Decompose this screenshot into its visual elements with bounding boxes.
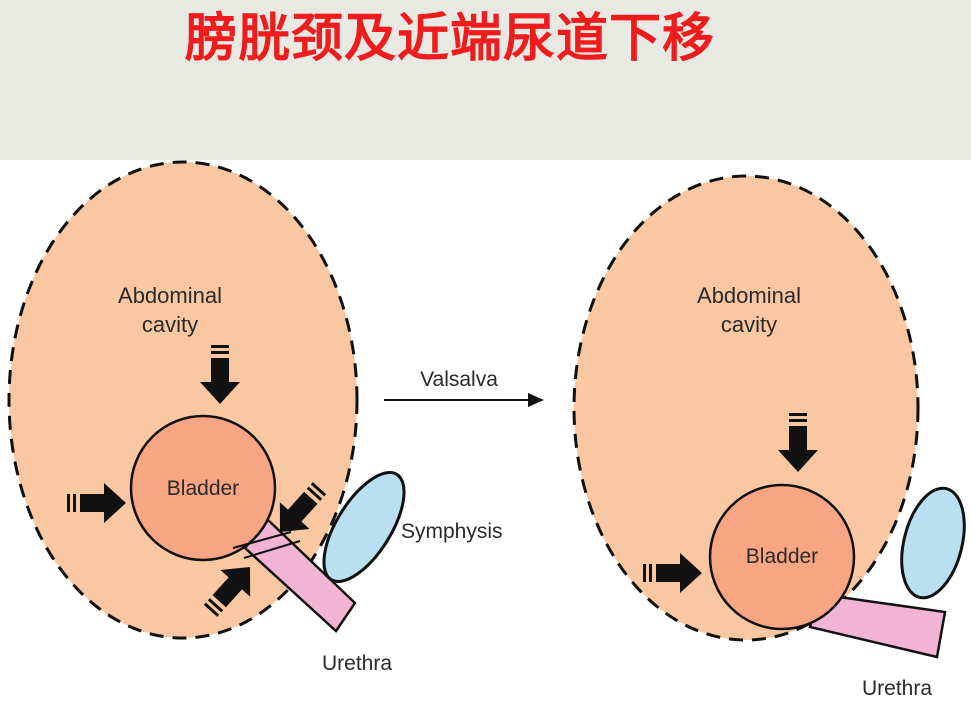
bladder-neck-line (243, 540, 301, 559)
left-cavity-label: cavity (142, 312, 198, 337)
left-bladder-shape (129, 414, 277, 562)
symphysis-label: Symphysis (401, 520, 503, 543)
valsalva-label: Valsalva (420, 368, 498, 391)
right-cavity-label: cavity (721, 312, 777, 337)
page-title: 膀胱颈及近端尿道下移 (184, 9, 715, 69)
right-bladder-label: Bladder (746, 545, 818, 568)
right-symphysis-shape (900, 486, 966, 600)
right-bladder-shape (708, 483, 856, 631)
valsalva-diagram: Abdominal cavity Bladder Symphysis Ureth… (7, 160, 966, 700)
right-urethra-label: Urethra (862, 677, 932, 700)
left-urethra-label: Urethra (322, 652, 392, 675)
bladder-neck-line (232, 531, 292, 549)
left-abdominal-cavity (7, 160, 359, 640)
valsalva-arrow-head (528, 393, 544, 407)
diagram-figure: Abdominal cavity Bladder Symphysis Ureth… (0, 160, 971, 702)
left-abdominal-label: Abdominal (118, 283, 222, 308)
right-abdominal-label: Abdominal (697, 283, 801, 308)
left-bladder-label: Bladder (167, 477, 239, 500)
left-symphysis-shape (322, 471, 406, 583)
